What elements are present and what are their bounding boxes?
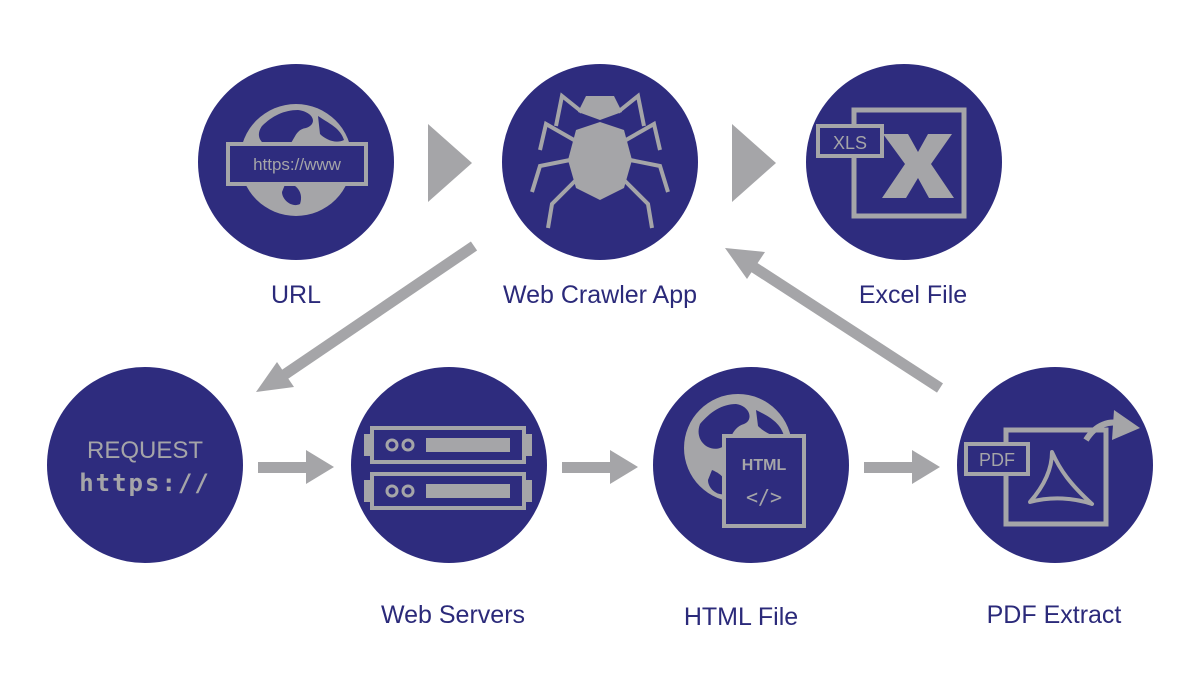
arrowhead-icon	[732, 124, 776, 202]
server-rack-icon	[364, 426, 532, 510]
arrowhead-icon	[725, 248, 765, 279]
export-arrow-icon	[1112, 410, 1140, 440]
edge-servers-html	[562, 450, 638, 484]
arrowhead-icon	[256, 362, 294, 392]
html-badge-text: HTML	[742, 457, 787, 474]
xls-badge-text: XLS	[833, 133, 867, 153]
arrowhead-icon	[912, 450, 940, 484]
edge-crawler-request	[256, 241, 478, 392]
spider-icon	[530, 92, 670, 229]
edge-pdf-crawler	[725, 248, 943, 393]
edge-url-crawler	[428, 124, 472, 202]
url-field-text: https://www	[253, 155, 342, 174]
edge-crawler-excel	[732, 124, 776, 202]
pdf-label: PDF Extract	[986, 601, 1122, 629]
arrowhead-icon	[306, 450, 334, 484]
globe-url-icon: https://www	[226, 104, 368, 216]
request-protocol: https://	[79, 469, 211, 497]
xls-file-icon: XLS	[816, 107, 967, 219]
html-globe-icon: HTML </>	[684, 394, 806, 528]
edge-request-servers	[258, 450, 334, 484]
arrowhead-icon	[428, 124, 472, 202]
servers-node	[351, 367, 547, 563]
excel-label: Excel File	[858, 281, 968, 309]
code-tag-text: </>	[746, 485, 782, 509]
request-title: REQUEST	[87, 437, 203, 464]
crawler-label: Web Crawler App	[502, 281, 698, 309]
url-label: URL	[270, 281, 321, 309]
pdf-export-icon: PDF	[964, 410, 1140, 527]
edge-html-pdf	[864, 450, 940, 484]
servers-label: Web Servers	[380, 601, 526, 629]
arrowhead-icon	[610, 450, 638, 484]
pdf-badge-text: PDF	[979, 450, 1015, 470]
request-node	[47, 367, 243, 563]
html-label: HTML File	[683, 603, 799, 631]
